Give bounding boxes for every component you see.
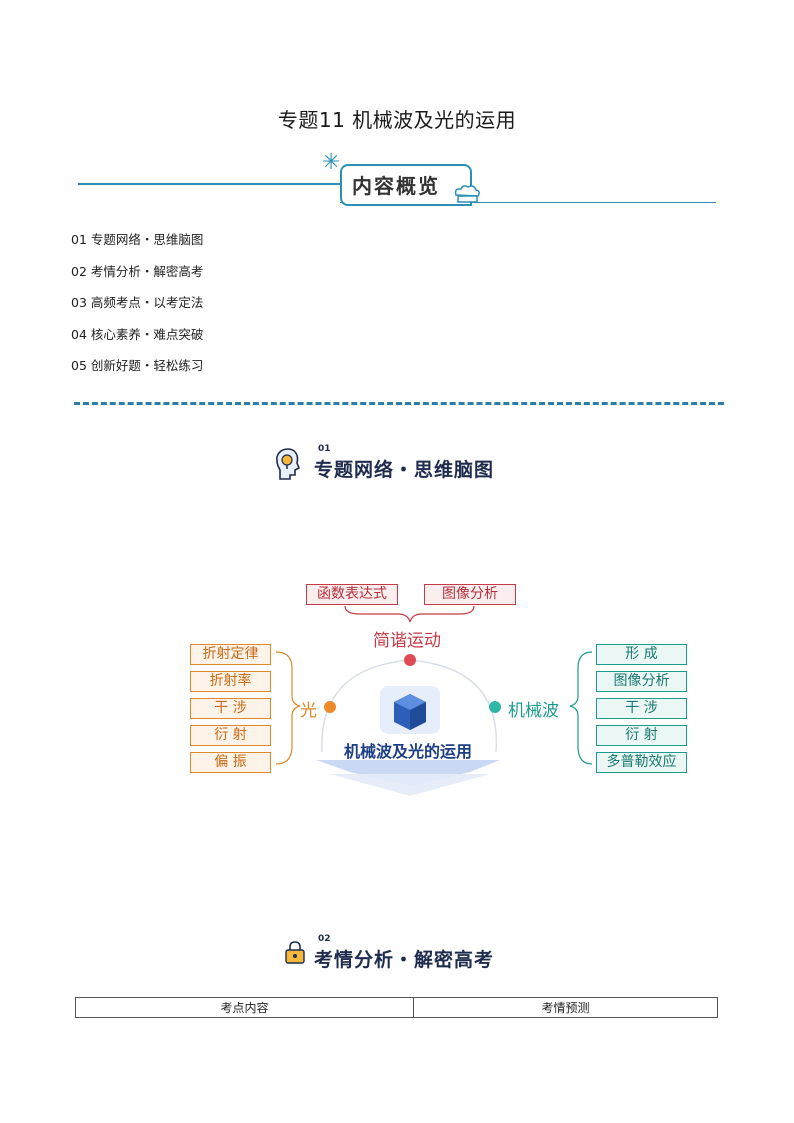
mindmap-top-item: 图像分析 [424,584,516,605]
mindmap-left-item: 折射定律 [190,644,271,665]
section-number: 01 [318,444,331,454]
mindmap-left-item: 衍 射 [190,725,271,746]
overview-item[interactable]: 05 创新好题・轻松练习 [71,358,204,373]
section-number: 02 [318,934,331,944]
overview-list: 01 专题网络・思维脑图 02 考情分析・解密高考 03 高频考点・以考定法 0… [71,232,203,390]
mindmap-right-item: 形 成 [596,644,687,665]
chef-hat-icon [454,185,480,203]
section-divider [74,402,724,405]
mindmap-right-item: 多普勒效应 [596,752,687,773]
mindmap-right-item: 图像分析 [596,671,687,692]
sparkle-icon: ✳ [322,150,341,175]
table-header-row: 考点内容 考情预测 [75,997,718,1018]
lock-icon [285,941,305,964]
overview-heading: 内容概览 [352,174,440,198]
table-header-cell: 考点内容 [75,997,414,1018]
section-heading: 考情分析・解密高考 [314,949,495,971]
mindmap-top-label: 简谐运动 [373,631,441,651]
mindmap-left-item: 干 涉 [190,698,271,719]
document-title: 专题11 机械波及光的运用 [277,108,517,132]
mindmap-right-item: 干 涉 [596,698,687,719]
mindmap-center-label: 机械波及光的运用 [343,742,472,761]
mindmap-left-label: 光 [300,701,317,721]
overview-item[interactable]: 01 专题网络・思维脑图 [71,232,204,247]
mindmap-top-item: 函数表达式 [306,584,398,605]
lightbulb-head-icon [276,448,301,480]
banner-line-left [78,183,340,185]
overview-item[interactable]: 03 高频考点・以考定法 [71,295,204,310]
overview-item[interactable]: 04 核心素养・难点突破 [71,326,204,342]
mindmap-left-item: 偏 振 [190,752,271,773]
overview-item[interactable]: 02 考情分析・解密高考 [71,263,204,279]
section-heading: 专题网络・思维脑图 [314,459,495,481]
mindmap-left-item: 折射率 [190,671,271,692]
table-header-cell: 考情预测 [413,997,718,1018]
banner-line-right [340,202,716,203]
mindmap-right-item: 衍 射 [596,725,687,746]
overview-banner [340,164,472,206]
exam-analysis-table: 考点内容 考情预测 [75,997,718,1018]
mindmap-right-label: 机械波 [508,701,559,721]
